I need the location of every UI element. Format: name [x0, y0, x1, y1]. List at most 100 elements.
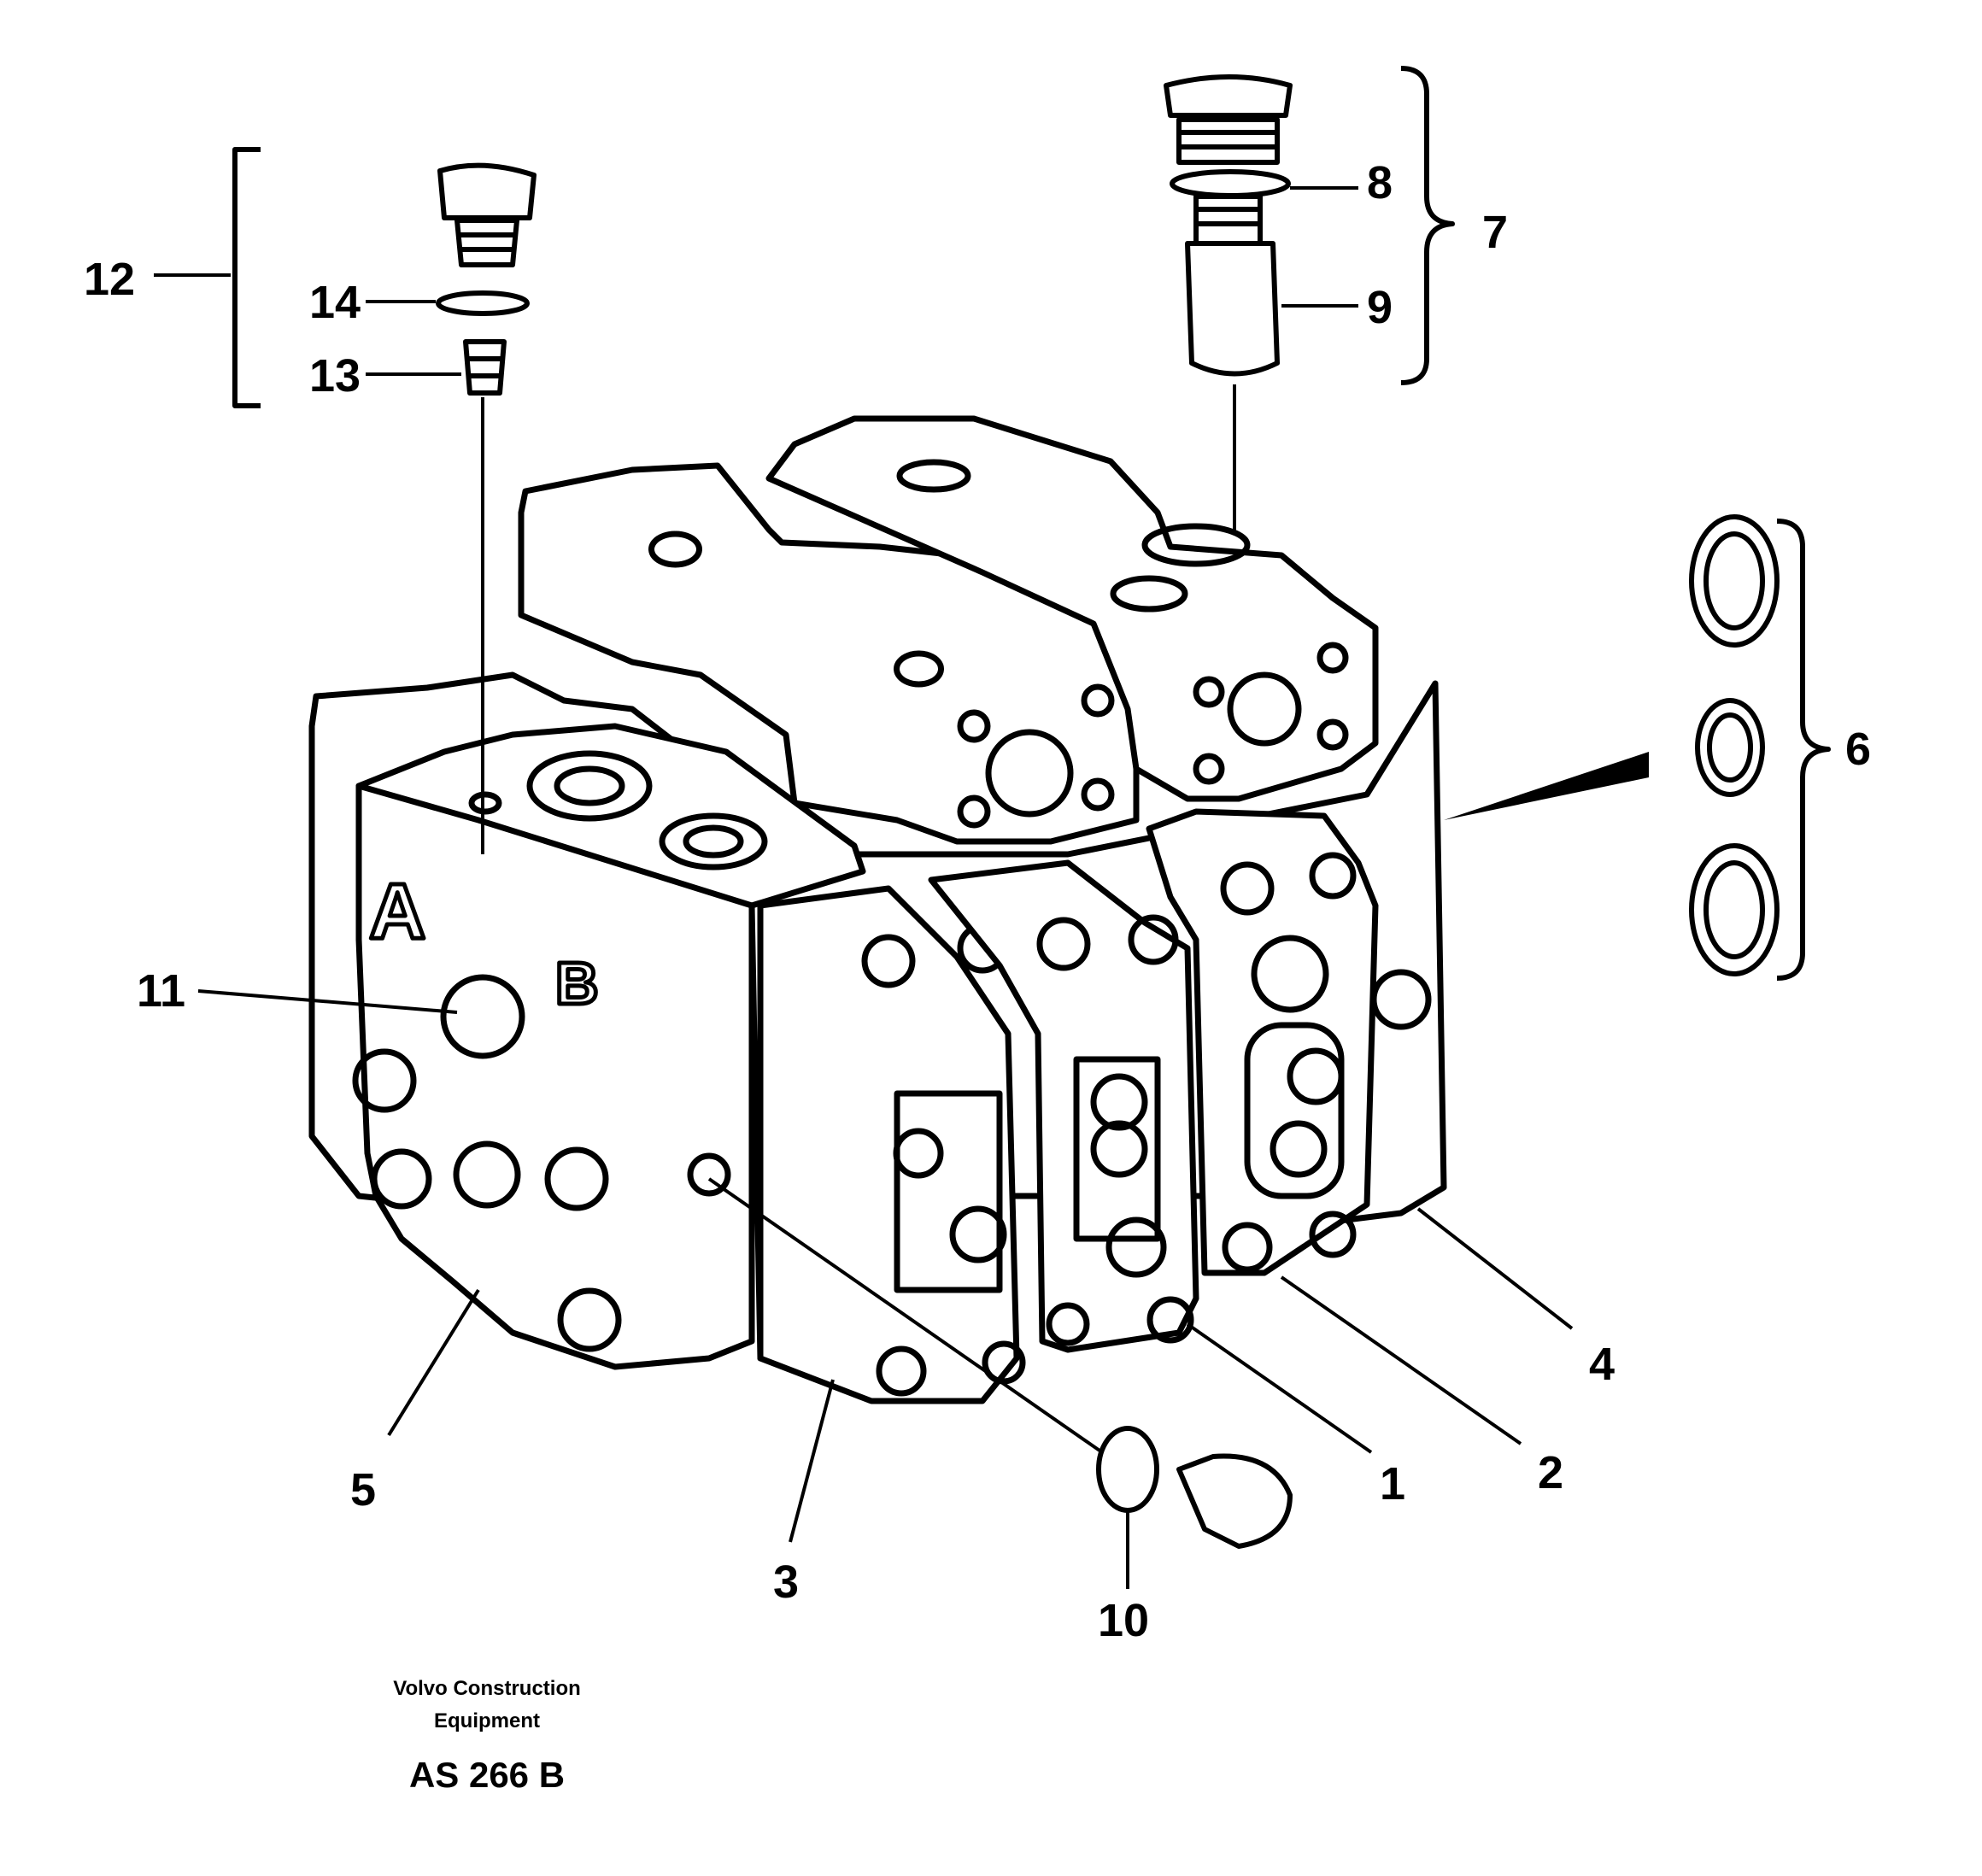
- sec3-spool-plate: [894, 1090, 1003, 1293]
- cover-port-3: [1110, 575, 1188, 613]
- callout-7: 7: [1482, 207, 1508, 258]
- top-port-inner-2: [683, 824, 744, 859]
- letter-b: B: [555, 950, 599, 1017]
- callout-4: 4: [1589, 1339, 1615, 1390]
- side-port-10: [687, 1152, 731, 1197]
- footer-company: Volvo Construction Equipment: [333, 1673, 641, 1738]
- top-port-inner-1: [554, 765, 625, 806]
- front-bolt-2: [371, 1148, 432, 1210]
- front-bolt-3: [453, 1140, 521, 1209]
- letter-a: A: [369, 868, 425, 955]
- cover-hole-d: [1227, 671, 1302, 747]
- valve-section-3: [757, 885, 1020, 1404]
- sec1-spool-plate: [1073, 1056, 1161, 1242]
- relief-valve-body-9: [1185, 241, 1280, 377]
- callout-9: 9: [1367, 282, 1393, 333]
- seal-ring-6a-inner: [1703, 531, 1765, 630]
- section-top-edge: [355, 783, 755, 909]
- callout-10: 10: [1098, 1595, 1149, 1646]
- top-port-large: [526, 750, 653, 822]
- bracket-7-upper: [1400, 66, 1455, 385]
- cover-port-2: [1141, 523, 1251, 567]
- sec2-spool-plate: [1244, 1022, 1345, 1199]
- front-bolt-1: [352, 1048, 417, 1113]
- sec1-bolt-low-2: [1146, 1296, 1194, 1344]
- cover-bolt-8: [1316, 718, 1349, 751]
- leader-1: [1186, 1322, 1373, 1454]
- small-valve-spring: [454, 218, 519, 267]
- relief-valve-cap: [1164, 74, 1293, 118]
- callout-3: 3: [773, 1556, 799, 1608]
- sec1-bolt-mid-3: [1105, 1216, 1167, 1278]
- leader-3: [789, 1379, 835, 1543]
- cover-bolt-7: [1193, 753, 1225, 785]
- top-port-medium: [659, 812, 768, 871]
- sec3-bolt-mid-2: [949, 1205, 1007, 1263]
- callout-6: 6: [1845, 724, 1871, 775]
- callout-12: 12: [84, 254, 135, 305]
- leader-11: [197, 989, 458, 1014]
- footer-company-line1: Volvo Construction: [393, 1677, 581, 1700]
- footer-drawing-code: AS 266 B: [408, 1755, 566, 1795]
- sec2-bolt-low-1: [1222, 1222, 1273, 1273]
- sec3-bolt-top-1: [861, 934, 916, 988]
- front-plug-11: [440, 974, 525, 1059]
- rear-top-cover-right: [765, 415, 1379, 802]
- cover-hole-c: [985, 729, 1074, 818]
- sec2-bolt-low-2: [1309, 1211, 1357, 1258]
- cover-port-1: [896, 459, 971, 493]
- callout-5: 5: [350, 1464, 376, 1515]
- sec1-bolt-mid-2: [1090, 1120, 1148, 1178]
- bracket-12: [232, 147, 261, 408]
- footer-company-line2: Equipment: [434, 1709, 540, 1732]
- small-valve-pin-13: [463, 339, 507, 396]
- small-valve-cap: [437, 162, 537, 220]
- drain-plug-10: [1176, 1453, 1293, 1549]
- leader-10-axis: [707, 1177, 1104, 1454]
- leader-4: [1416, 1207, 1574, 1330]
- sec3-bolt-low-2: [982, 1340, 1026, 1385]
- callout-1: 1: [1380, 1458, 1405, 1510]
- callout-2: 2: [1538, 1447, 1563, 1498]
- cover-bolt-6: [1316, 642, 1349, 674]
- sec3-bolt-mid-1: [893, 1128, 944, 1179]
- cover-bolt-5: [1193, 676, 1225, 708]
- callout-8: 8: [1367, 157, 1393, 208]
- relief-valve-spring: [1176, 117, 1280, 165]
- seal-ring-14: [436, 290, 530, 316]
- sec1-bolt-low-1: [1046, 1302, 1090, 1346]
- bracket-6: [1776, 519, 1831, 981]
- cover-bolt-3: [957, 794, 991, 829]
- sec1-bolt-top-2: [1128, 914, 1179, 965]
- callout-14: 14: [309, 277, 361, 328]
- washer-10: [1096, 1426, 1159, 1513]
- valve-section-2: [1146, 808, 1379, 1276]
- housing-bolt-right: [1370, 969, 1432, 1030]
- sec3-bolt-low-1: [876, 1345, 927, 1397]
- sec2-bolt-mid-2: [1270, 1120, 1328, 1178]
- cover-bolt-1: [957, 709, 991, 743]
- relief-valve-spring-2: [1193, 194, 1263, 246]
- front-bolt-5: [557, 1287, 622, 1352]
- cover-bolt-2: [1081, 683, 1115, 718]
- front-bolt-4: [544, 1146, 609, 1211]
- seal-ring-6c-inner: [1703, 860, 1765, 959]
- sec2-plug: [1251, 935, 1329, 1013]
- top-small-hole: [468, 791, 502, 815]
- seal-ring-6b-inner: [1707, 712, 1753, 783]
- seal-ring-8: [1170, 169, 1291, 198]
- callout-13: 13: [309, 350, 361, 402]
- sec1-bolt-top-1: [1036, 917, 1091, 971]
- cover-hole-b: [894, 650, 944, 688]
- cover-hole-a: [648, 531, 702, 568]
- sec2-bolt-top-1: [1220, 861, 1275, 916]
- leader-wedge-6: [1444, 752, 1649, 820]
- leader-2: [1280, 1275, 1522, 1445]
- callout-11: 11: [137, 965, 185, 1017]
- sec1-bolt-mid-1: [1090, 1073, 1148, 1131]
- cover-bolt-4: [1081, 777, 1115, 812]
- sec2-bolt-top-2: [1309, 852, 1357, 900]
- valve-section-1: [928, 859, 1199, 1353]
- leader-5: [387, 1288, 480, 1437]
